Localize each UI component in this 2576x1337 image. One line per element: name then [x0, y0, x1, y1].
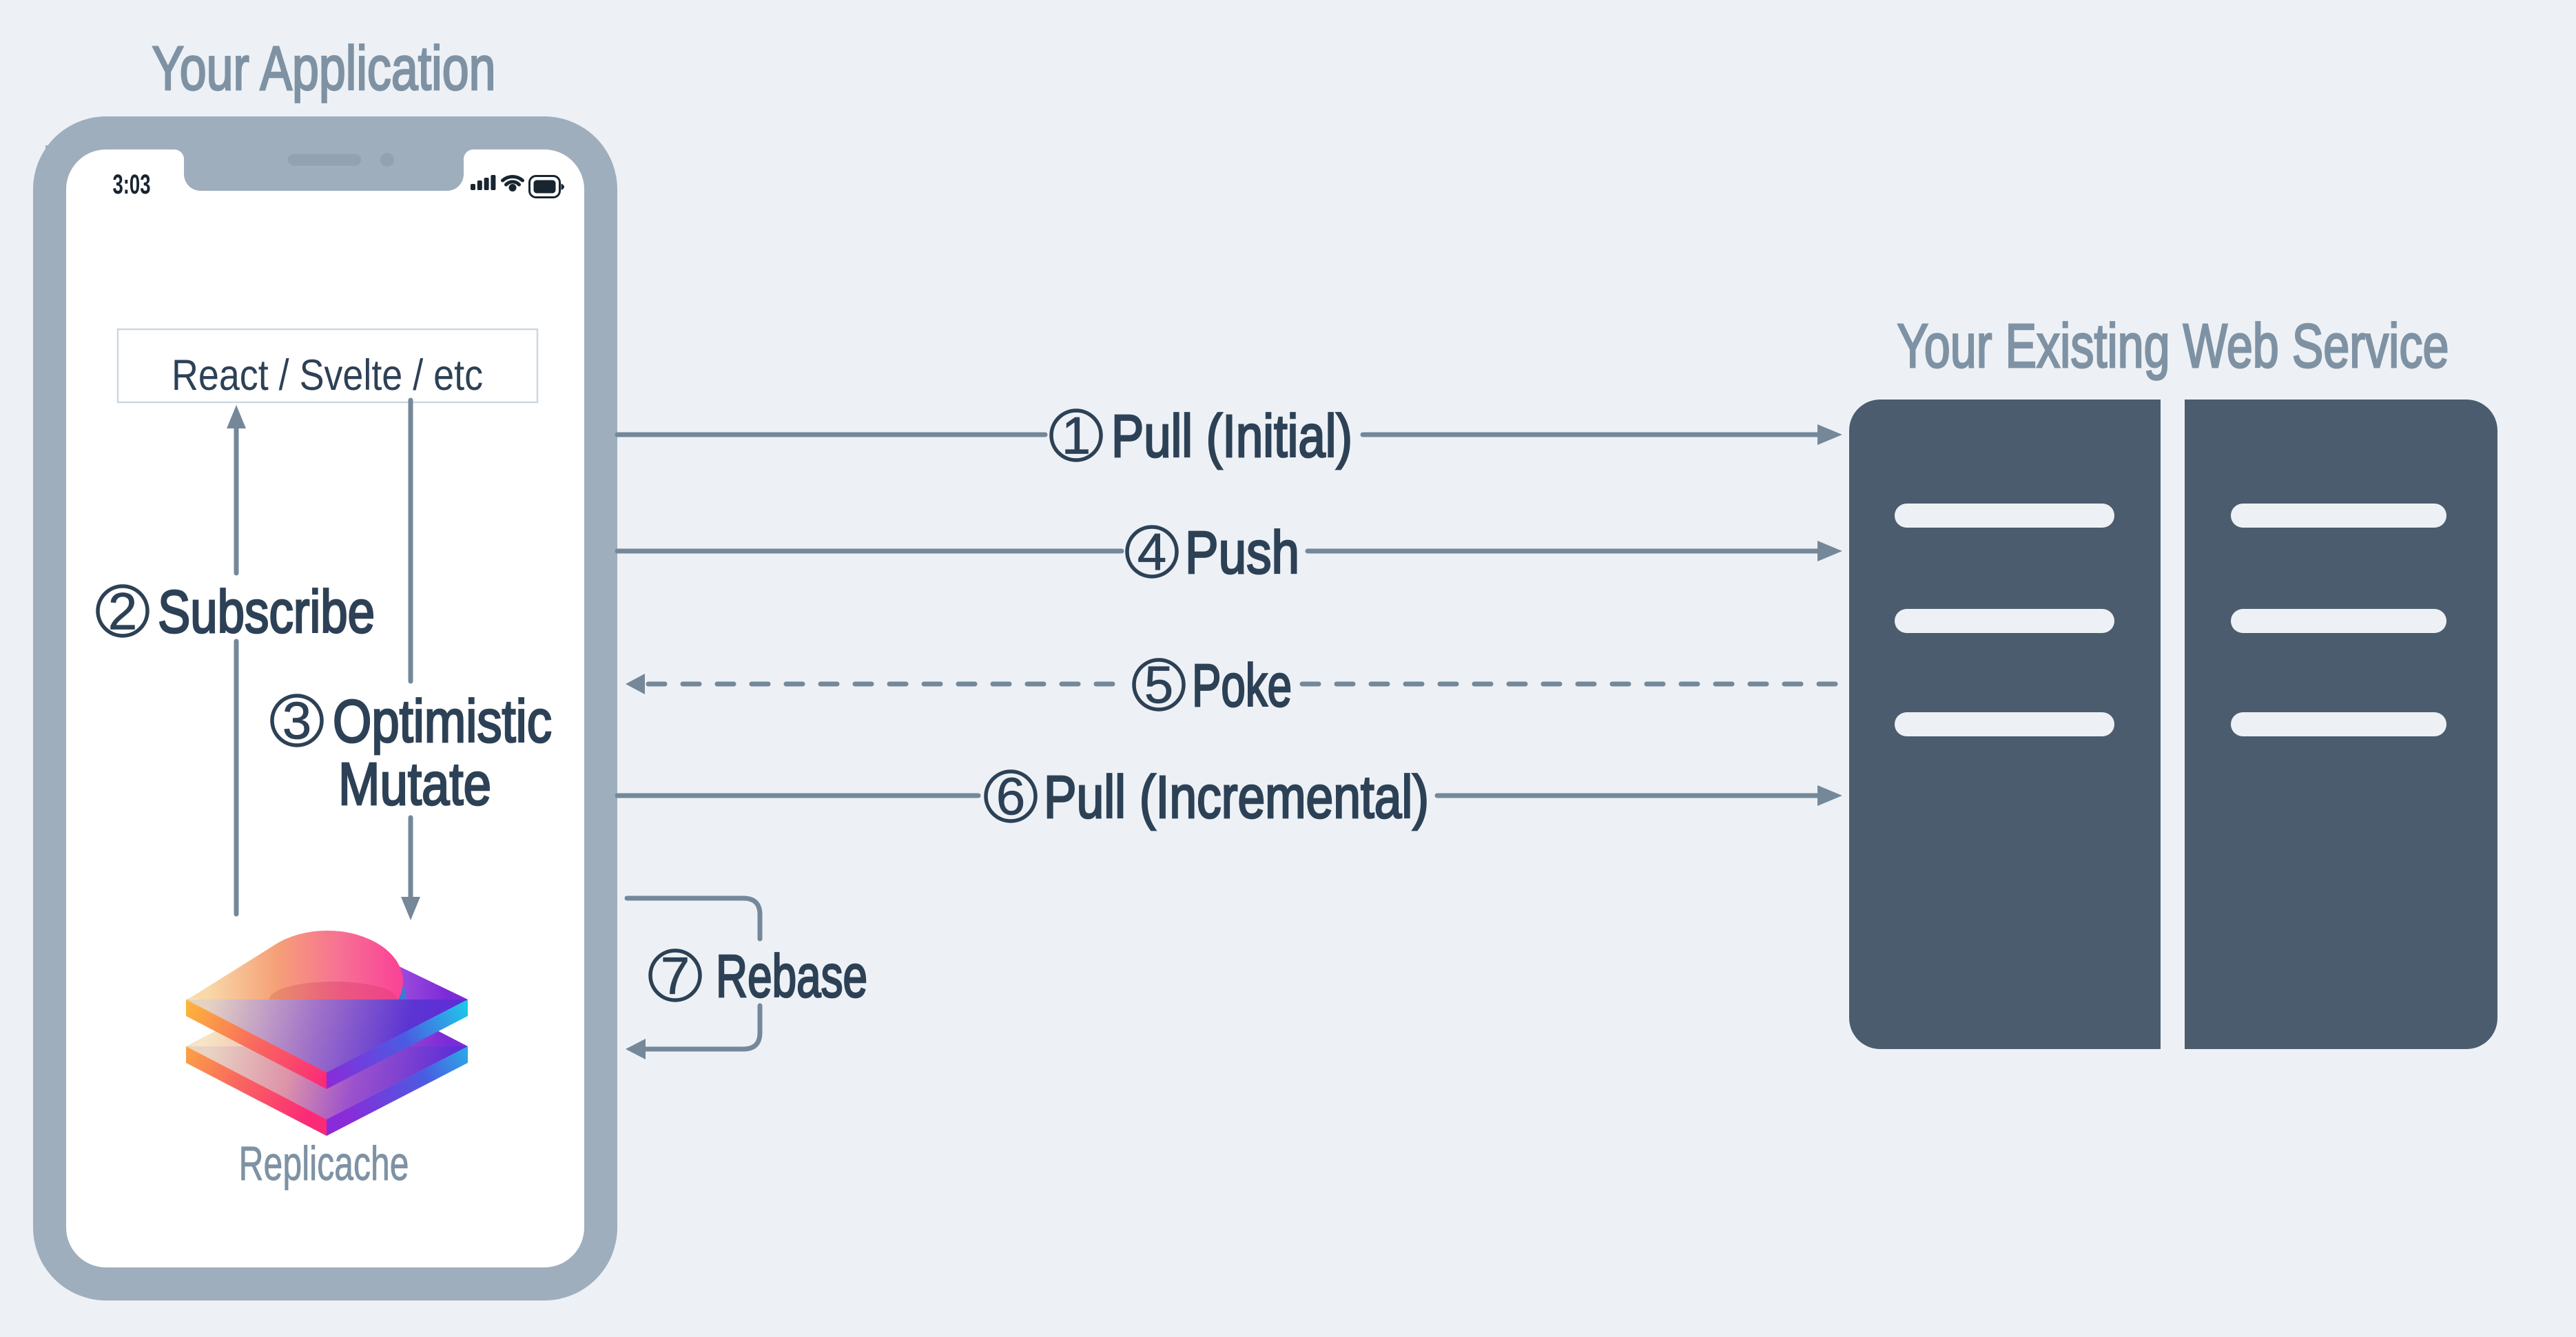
svg-text:Rebase: Rebase: [716, 943, 867, 1010]
svg-text:1: 1: [1062, 407, 1091, 466]
svg-text:Optimistic: Optimistic: [333, 688, 552, 755]
svg-text:React / Svelte / etc: React / Svelte / etc: [172, 351, 483, 400]
svg-text:Your Application: Your Application: [152, 34, 496, 103]
svg-text:Your Existing Web Service: Your Existing Web Service: [1897, 312, 2449, 381]
svg-text:Poke: Poke: [1192, 652, 1292, 719]
svg-text:3:03: 3:03: [113, 169, 151, 200]
svg-text:Mutate: Mutate: [338, 751, 491, 818]
svg-text:2: 2: [108, 583, 137, 641]
svg-text:Pull (Initial): Pull (Initial): [1111, 403, 1352, 470]
svg-text:Replicache: Replicache: [239, 1137, 409, 1190]
svg-text:Pull (Incremental): Pull (Incremental): [1044, 764, 1429, 831]
svg-text:4: 4: [1137, 524, 1166, 582]
svg-text:5: 5: [1144, 656, 1173, 715]
svg-text:Push: Push: [1185, 519, 1299, 586]
svg-text:7: 7: [661, 947, 690, 1006]
svg-text:3: 3: [282, 692, 311, 751]
svg-text:6: 6: [996, 768, 1025, 827]
svg-text:Subscribe: Subscribe: [158, 579, 375, 645]
